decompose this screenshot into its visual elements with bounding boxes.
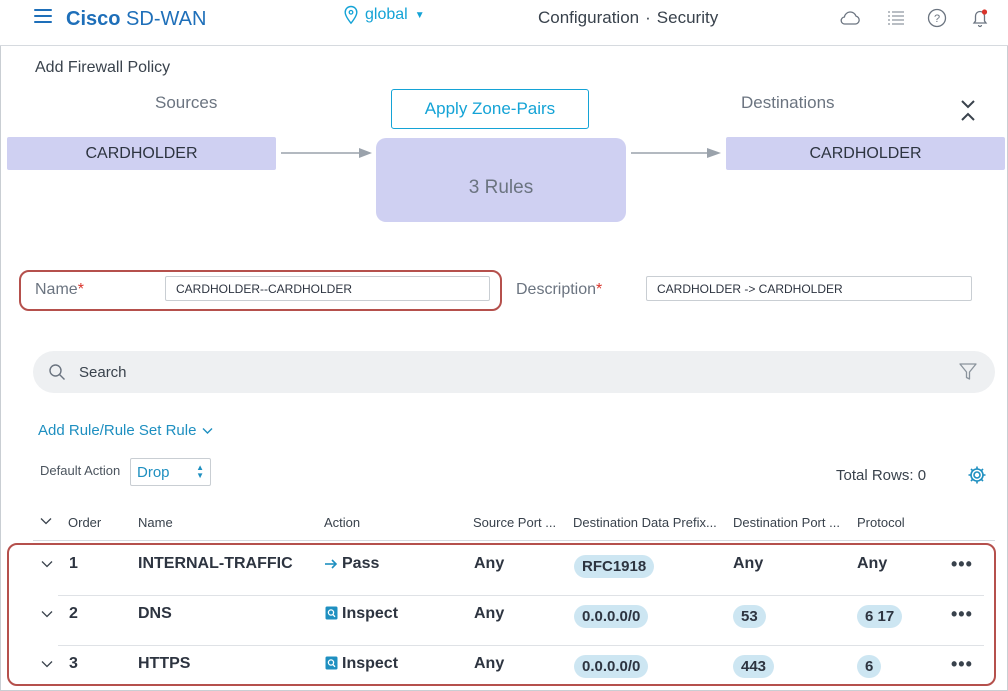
destination-zone[interactable]: CARDHOLDER [726, 137, 1005, 170]
location-label: global [365, 6, 408, 23]
row-destination-prefix: 0.0.0.0/0 [574, 605, 649, 628]
row-action: Pass [324, 555, 379, 573]
col-destination-prefix[interactable]: Destination Data Prefix... [573, 515, 717, 530]
breadcrumb-separator: · [645, 8, 651, 27]
col-source-port[interactable]: Source Port ... [473, 515, 557, 530]
row-order: 1 [69, 555, 78, 572]
row-more-menu-icon[interactable]: ••• [951, 604, 973, 624]
col-protocol[interactable]: Protocol [857, 515, 905, 530]
search-input[interactable] [79, 357, 939, 387]
rules-highlight [7, 543, 996, 686]
required-mark: * [77, 281, 84, 298]
description-label-text: Description [516, 281, 597, 298]
inspect-icon [325, 656, 338, 670]
row-action: Inspect [325, 605, 398, 623]
default-action-value: Drop [137, 464, 170, 481]
location-pin-icon [344, 5, 358, 25]
menu-icon[interactable] [34, 9, 52, 23]
filter-icon[interactable] [958, 362, 978, 382]
row-more-menu-icon[interactable]: ••• [951, 554, 973, 574]
default-action-label: Default Action [40, 463, 121, 478]
add-rule-dropdown[interactable]: Add Rule/Rule Set Rule [38, 422, 213, 439]
row-destination-prefix: 0.0.0.0/0 [574, 655, 649, 678]
page-title: Add Firewall Policy [35, 59, 171, 76]
search-icon [49, 364, 65, 380]
svg-text:?: ? [934, 13, 940, 25]
row-expand-chevron-icon[interactable] [41, 660, 53, 668]
row-order: 3 [69, 655, 78, 672]
brand-bold: Cisco [66, 8, 121, 30]
help-icon[interactable]: ? [925, 6, 949, 30]
col-name[interactable]: Name [138, 515, 173, 530]
row-expand-chevron-icon[interactable] [41, 560, 53, 568]
destination-arrow-icon [631, 148, 721, 158]
arrow-right-icon [325, 559, 338, 569]
brand-logo[interactable]: Cisco SD-WAN [66, 8, 206, 31]
row-name[interactable]: HTTPS [138, 655, 191, 672]
location-selector[interactable]: global ▼ [343, 5, 425, 25]
name-label-text: Name [35, 281, 78, 298]
row-action: Inspect [325, 655, 398, 673]
caret-down-icon: ▼ [414, 9, 425, 21]
row-destination-port: 53 [733, 605, 766, 628]
select-stepper-icon: ▲▼ [196, 463, 204, 480]
row-divider [58, 645, 984, 646]
table-header-divider [33, 540, 995, 541]
total-rows: Total Rows: 0 [836, 467, 927, 484]
row-divider [58, 595, 984, 596]
source-arrow-icon [281, 148, 372, 158]
row-action-label: Pass [342, 555, 380, 572]
rules-summary[interactable]: 3 Rules [376, 138, 626, 222]
chevron-down-icon [202, 427, 213, 434]
list-icon[interactable] [884, 6, 908, 30]
name-field[interactable] [165, 276, 490, 301]
name-highlight [19, 270, 502, 311]
row-action-label: Inspect [342, 605, 399, 622]
required-mark: * [596, 281, 603, 298]
sources-label: Sources [155, 93, 218, 112]
search-bar [33, 351, 995, 393]
breadcrumb: Configuration · Security [538, 8, 718, 28]
row-action-label: Inspect [342, 655, 399, 672]
row-protocol: Any [857, 555, 888, 572]
row-name[interactable]: DNS [138, 605, 172, 622]
col-order[interactable]: Order [68, 515, 102, 530]
row-destination-prefix: RFC1918 [574, 555, 655, 578]
apply-zone-pairs-button[interactable]: Apply Zone-Pairs [391, 89, 589, 129]
row-protocol: 6 [857, 655, 882, 678]
row-name[interactable]: INTERNAL-TRAFFIC [138, 555, 293, 572]
source-zone[interactable]: CARDHOLDER [7, 137, 276, 170]
row-destination-port: Any [733, 555, 764, 572]
cloud-icon[interactable] [838, 6, 862, 30]
row-source-port: Any [474, 555, 505, 572]
row-order: 2 [69, 605, 78, 622]
breadcrumb-section: Configuration [538, 8, 640, 27]
destinations-label: Destinations [741, 93, 835, 112]
description-label: Description* [516, 281, 602, 299]
gear-icon[interactable] [966, 464, 988, 486]
row-destination-port: 443 [733, 655, 775, 678]
description-field[interactable] [646, 276, 972, 301]
row-source-port: Any [474, 605, 505, 622]
top-header: Cisco SD-WAN global ▼ Configuration · Secur… [0, 0, 1008, 46]
row-more-menu-icon[interactable]: ••• [951, 654, 973, 674]
expand-all-chevron-icon[interactable] [40, 517, 52, 525]
collapse-toggle-icon[interactable] [958, 98, 978, 124]
col-destination-port[interactable]: Destination Port ... [733, 515, 840, 530]
name-label: Name* [35, 281, 84, 299]
row-expand-chevron-icon[interactable] [41, 610, 53, 618]
default-action-select[interactable]: Drop ▲▼ [130, 458, 211, 486]
breadcrumb-page: Security [656, 8, 719, 27]
brand-rest: SD-WAN [126, 8, 207, 30]
bell-icon[interactable] [968, 6, 992, 30]
inspect-icon [325, 606, 338, 620]
row-protocol: 6 17 [857, 605, 903, 628]
add-rule-label: Add Rule/Rule Set Rule [38, 422, 197, 439]
col-action[interactable]: Action [324, 515, 361, 530]
row-source-port: Any [474, 655, 505, 672]
